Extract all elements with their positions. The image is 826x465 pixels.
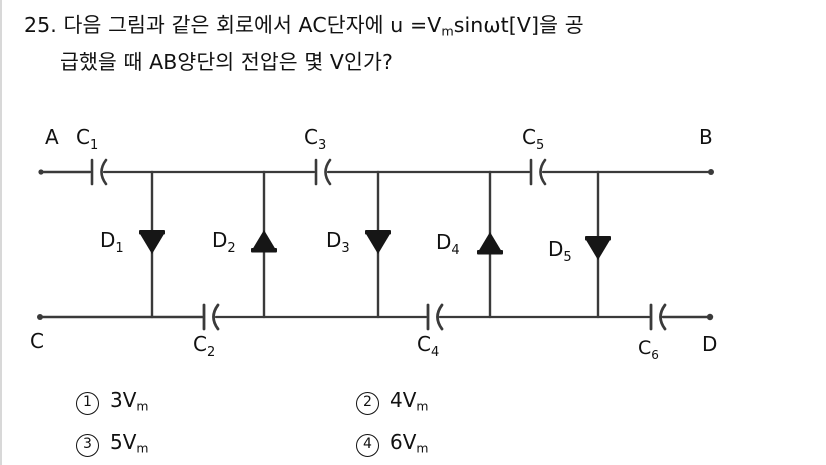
capacitor-label-C2: C2 bbox=[193, 332, 215, 360]
question-number: 25. bbox=[24, 13, 57, 37]
question-line2: 급했을 때 AB양단의 전압은 몇 V인가? bbox=[60, 49, 393, 74]
answer-choice-4-text: 6V bbox=[390, 430, 417, 454]
terminal-label-A: A bbox=[45, 125, 59, 149]
answer-choice-2[interactable]: 2 4Vm bbox=[356, 390, 428, 416]
circuit-svg: A B C D C1 C3 C5 C2 C4 C6 D1 D2 D3 D4 D5 bbox=[30, 125, 717, 362]
capacitor-label-C3: C3 bbox=[304, 125, 326, 153]
question-line1-subscript: m bbox=[441, 23, 454, 39]
answer-choice-4[interactable]: 4 6Vm bbox=[356, 432, 428, 458]
capacitor-C2-plate-curved bbox=[212, 303, 220, 331]
answer-choice-2-number: 2 bbox=[356, 392, 379, 415]
capacitor-label-C6: C6 bbox=[638, 337, 659, 362]
diode-D2-symbol bbox=[251, 230, 277, 253]
question-line1-part2: sinωt[V]을 공 bbox=[453, 13, 584, 37]
question-line1-part1: 다음 그림과 같은 회로에서 AC단자에 u =V bbox=[63, 13, 442, 37]
answer-choice-3[interactable]: 3 5Vm bbox=[76, 432, 148, 458]
diode-D4-symbol bbox=[477, 232, 503, 255]
terminal-dot-C bbox=[37, 314, 43, 320]
diode-label-D3: D3 bbox=[326, 228, 350, 256]
diode-label-D5: D5 bbox=[548, 237, 572, 265]
capacitor-C6-plate-curved bbox=[659, 303, 667, 331]
capacitor-label-C1: C1 bbox=[76, 125, 98, 153]
answer-choice-4-subscript: m bbox=[416, 440, 429, 456]
diode-D3-symbol bbox=[365, 230, 391, 254]
page-edge-line bbox=[0, 0, 2, 465]
capacitor-C3-plate-curved bbox=[324, 158, 332, 186]
answer-choice-1-number: 1 bbox=[76, 392, 99, 415]
diode-D1-symbol bbox=[139, 230, 165, 254]
answer-choice-4-number: 4 bbox=[356, 434, 379, 457]
diode-label-D2: D2 bbox=[212, 228, 236, 256]
answer-choice-2-subscript: m bbox=[416, 398, 429, 414]
diode-label-D4: D4 bbox=[436, 230, 460, 258]
capacitor-C1-plate-curved bbox=[100, 158, 108, 186]
capacitor-label-C5: C5 bbox=[522, 125, 544, 153]
terminal-label-C: C bbox=[30, 329, 44, 353]
terminal-dot-D bbox=[706, 313, 714, 321]
answer-choice-3-subscript: m bbox=[136, 440, 149, 456]
terminal-dot-A bbox=[38, 169, 44, 175]
answer-choice-1-subscript: m bbox=[136, 398, 149, 414]
question-stem: 25. 다음 그림과 같은 회로에서 AC단자에 u =Vmsinωt[V]을 … bbox=[24, 10, 814, 78]
answer-choice-3-text: 5V bbox=[110, 430, 137, 454]
capacitor-C5-plate-curved bbox=[539, 158, 547, 186]
terminal-label-B: B bbox=[699, 125, 713, 149]
answer-choice-3-number: 3 bbox=[76, 434, 99, 457]
terminal-dot-B bbox=[708, 169, 714, 175]
answer-choice-2-text: 4V bbox=[390, 388, 417, 412]
answer-choice-1-text: 3V bbox=[110, 388, 137, 412]
capacitor-C4-plate-curved bbox=[436, 303, 444, 331]
answer-choice-1[interactable]: 1 3Vm bbox=[76, 390, 148, 416]
circuit-figure: A B C D C1 C3 C5 C2 C4 C6 D1 D2 D3 D4 D5 bbox=[0, 108, 826, 368]
capacitor-label-C4: C4 bbox=[417, 332, 439, 360]
diode-label-D1: D1 bbox=[100, 228, 124, 256]
terminal-label-D: D bbox=[702, 332, 717, 356]
diode-D5-symbol bbox=[585, 236, 611, 260]
